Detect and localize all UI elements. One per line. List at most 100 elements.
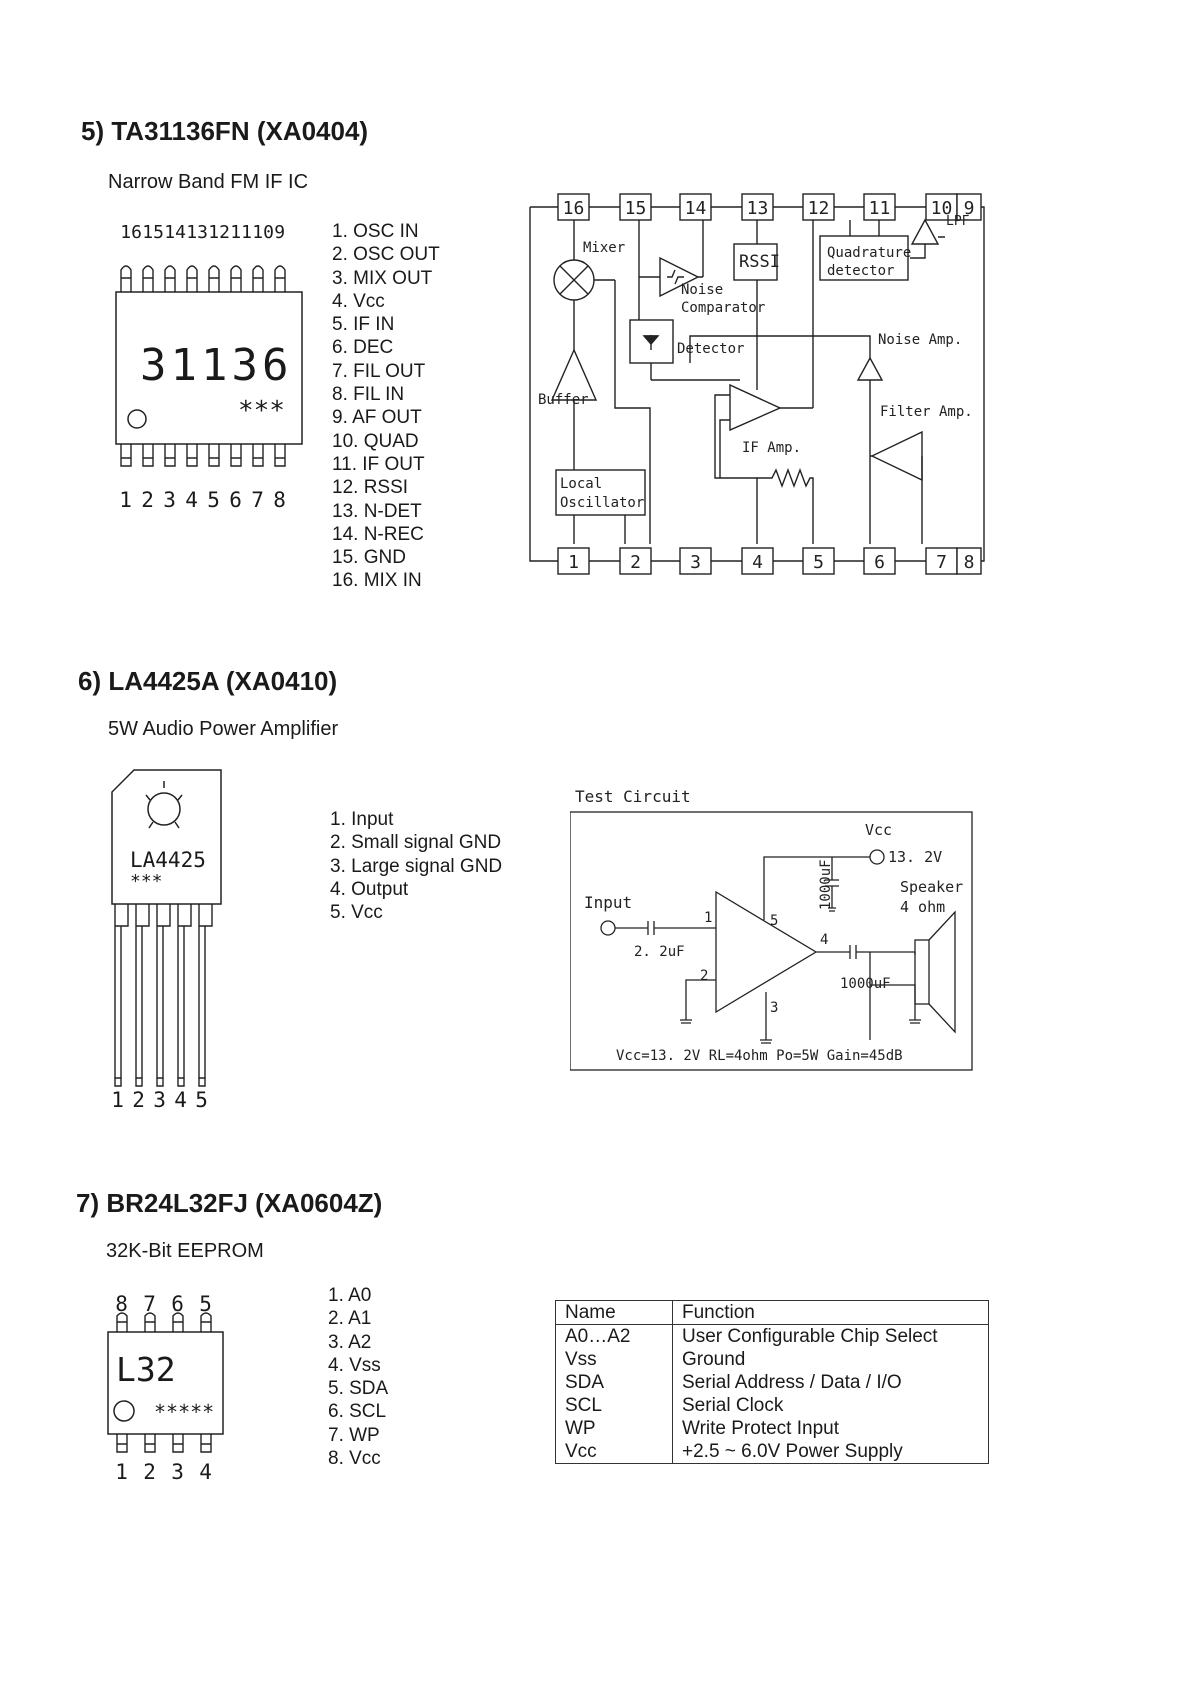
ic-pin-number: 14 <box>685 198 707 219</box>
amp-pin-2: 2 <box>700 968 708 984</box>
pin-list-item: 8. Vcc <box>328 1448 381 1470</box>
pin-list-item: 1. OSC IN <box>332 221 419 242</box>
section-heading: 7) BR24L32FJ (XA0604Z) <box>76 1188 383 1218</box>
test-circuit-svg: Test Circuit Vcc 13. 2V <box>569 787 973 1071</box>
pin-list-item: 10. QUAD <box>332 430 419 452</box>
ic-pin-box <box>863 193 896 221</box>
section-heading: 5) TA31136FN (XA0404) <box>81 116 369 146</box>
pin-list-item: 16. MIX IN <box>332 570 422 592</box>
table-cell: +2.5 ~ 6.0V Power Supply <box>682 1441 903 1462</box>
pin-lead <box>200 1312 212 1332</box>
pin-number: 1 <box>119 488 132 512</box>
pin-list-item: 14. N-REC <box>332 523 424 545</box>
pin-lead <box>230 265 242 292</box>
filter-amp-label: Filter Amp. <box>880 404 973 420</box>
pin-list-item: 13. N-DET <box>332 500 422 522</box>
ic-pin-box <box>925 193 958 221</box>
table-cell: Vcc <box>556 1440 673 1463</box>
ic-pin-number: 2 <box>630 552 641 573</box>
pin-lead <box>144 1434 156 1453</box>
pin-number: 5 <box>195 1088 208 1112</box>
chip-stars: *** <box>238 396 285 426</box>
ic-pin-box <box>557 547 590 575</box>
pin-list-item: 9. AF OUT <box>332 407 422 429</box>
ic-pin-box <box>741 547 774 575</box>
pin-lead-tip <box>114 1078 122 1087</box>
pin-list-item: 3. A2 <box>328 1331 372 1353</box>
pin-lead <box>198 904 213 1079</box>
ic-pin-number: 12 <box>808 198 830 219</box>
pin-list-item: 4. Output <box>330 878 409 900</box>
pin-lead-tip <box>156 1078 164 1087</box>
pin-lead <box>142 265 154 292</box>
pin-number: 4 <box>199 1460 212 1484</box>
pin-lead <box>252 444 264 467</box>
pin-lead <box>120 444 132 467</box>
quad-label-1: Quadrature <box>827 245 911 261</box>
pin-number: 10 <box>252 222 274 243</box>
pin-number: 13 <box>186 222 208 243</box>
pin-list-item: 3. Large signal GND <box>330 855 503 877</box>
pin-number: 15 <box>142 222 164 243</box>
amp-pin-1: 1 <box>704 910 712 926</box>
section-subtitle: 5W Audio Power Amplifier <box>108 718 339 740</box>
ic-pin-number: 13 <box>747 198 769 219</box>
ic-pin-number: 4 <box>752 552 763 573</box>
amp-pin-4: 4 <box>820 932 828 948</box>
section-subtitle: Narrow Band FM IF IC <box>108 171 309 193</box>
rssi-label: RSSI <box>739 252 780 272</box>
pin-lead-tip <box>177 1078 185 1087</box>
table-cell: A0…A2 <box>556 1324 673 1348</box>
pin-lead-tip <box>135 1078 143 1087</box>
pin-number: 11 <box>230 222 252 243</box>
table-cell: Write Protect Input <box>682 1418 839 1439</box>
ic-pin-number: 7 <box>936 552 947 573</box>
pin-number: 9 <box>274 222 286 243</box>
pin-lead <box>186 265 198 292</box>
pin-lead <box>135 904 150 1079</box>
pin-list-item: 7. FIL OUT <box>332 360 426 382</box>
ic-pin-box <box>741 193 774 221</box>
ic-pin-box <box>925 547 958 575</box>
ic-pin-box <box>619 547 652 575</box>
chip-stars: *** <box>130 871 163 892</box>
ic-pin-number: 9 <box>964 198 975 219</box>
noise-comp-label-1: Noise <box>681 282 723 298</box>
pin-number: 8 <box>273 488 286 512</box>
ta31136-package-drawing <box>115 265 303 467</box>
pin-lead <box>142 444 154 467</box>
table-cell: Vss <box>556 1348 673 1371</box>
pin-lead <box>120 265 132 292</box>
pin-list-item: 5. SDA <box>328 1378 389 1400</box>
amp-pin-5: 5 <box>770 913 778 929</box>
ic-pin-number: 16 <box>563 198 585 219</box>
pin-list-item: 6. SCL <box>328 1401 387 1423</box>
vcc-cap-label: 1000uF <box>818 859 834 910</box>
pin-list-item: 2. OSC OUT <box>332 244 440 266</box>
ic-pin-number: 5 <box>813 552 824 573</box>
noise-amp-label: Noise Amp. <box>878 332 962 348</box>
table-cell: SCL <box>556 1394 673 1417</box>
pin-list-item: 1. Input <box>330 809 394 830</box>
ic-pin-box <box>802 193 835 221</box>
lpf-label: LPF <box>946 214 970 229</box>
pin-lead <box>172 1434 184 1453</box>
pin-lead <box>164 444 176 467</box>
pin-lead <box>177 904 192 1079</box>
pin-number: 6 <box>171 1292 184 1316</box>
chip-marking: L32 <box>116 1350 176 1389</box>
input-cap-label: 2. 2uF <box>634 944 685 960</box>
quad-label-2: detector <box>827 263 894 279</box>
pin-number: 5 <box>199 1292 212 1316</box>
pin-list-item: 4. Vcc <box>332 290 385 312</box>
if-amp-label: IF Amp. <box>742 440 801 456</box>
